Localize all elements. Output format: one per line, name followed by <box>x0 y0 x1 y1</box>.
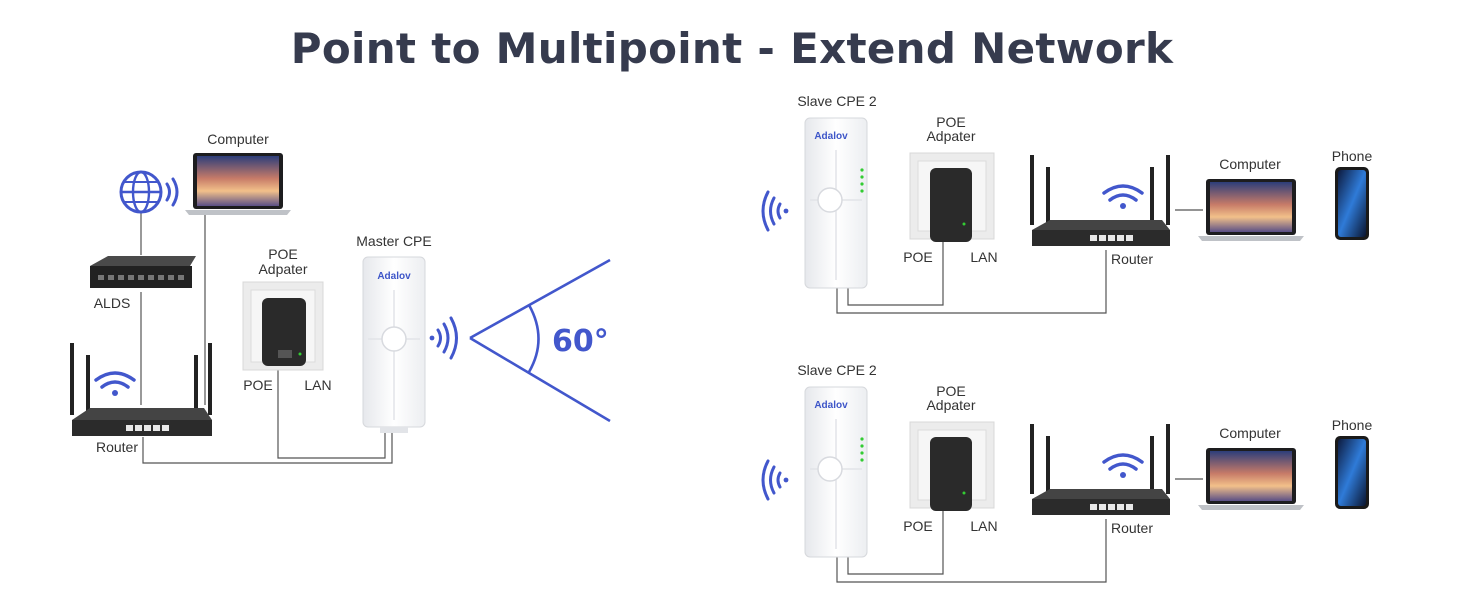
page-title: Point to Multipoint - Extend Network <box>290 24 1174 73</box>
slave-scene-1: Adalov Slave CPE 2 POE Adpater POE LAN <box>761 93 1373 314</box>
lan-port-label: LAN <box>970 518 997 534</box>
wifi-signal-icon <box>761 459 789 501</box>
cable-poe-cpe <box>277 368 386 459</box>
laptop-icon <box>1198 179 1304 241</box>
wifi-signal-icon <box>761 190 789 232</box>
lan-port-label: LAN <box>304 377 331 393</box>
poe-adapter-label-2: Adpater <box>926 128 975 144</box>
router-icon <box>1030 155 1170 246</box>
poe-adapter-label-1: POE <box>936 114 966 130</box>
phone-label: Phone <box>1332 417 1373 433</box>
router-icon <box>1030 424 1170 515</box>
slave-scene-2: Adalov Slave CPE 2 POE Adpater POE LAN <box>761 362 1373 583</box>
cpe-brand-label: Adalov <box>377 271 411 282</box>
laptop-icon <box>185 153 291 215</box>
broadcast-signal-icon <box>429 316 458 360</box>
cpe-brand-label: Adalov <box>814 400 848 411</box>
left-scene: Computer ALDS <box>70 131 611 464</box>
cable-poe-lan <box>847 504 944 575</box>
cable-poe-lan <box>847 235 944 306</box>
wifi-signal-icon <box>165 177 179 207</box>
router-label: Router <box>1111 520 1153 536</box>
poe-port-label: POE <box>243 377 273 393</box>
cable-cpe-router <box>836 250 1107 314</box>
poe-adapter-icon <box>909 152 995 242</box>
poe-adapter-label-2: Adpater <box>258 261 307 277</box>
poe-adapter-icon <box>909 421 995 511</box>
router-label: Router <box>96 439 138 455</box>
poe-adapter-label-2: Adpater <box>926 397 975 413</box>
alds-label: ALDS <box>94 295 131 311</box>
laptop-icon <box>1198 448 1304 510</box>
slave-cpe-label: Slave CPE 2 <box>797 93 877 109</box>
coverage-angle-icon <box>469 258 611 423</box>
phone-icon <box>1335 436 1369 509</box>
lan-port-label: LAN <box>970 249 997 265</box>
cpe-icon <box>804 386 868 558</box>
angle-label: 60° <box>552 324 609 359</box>
cpe-icon <box>804 117 868 289</box>
slave-cpe-label: Slave CPE 2 <box>797 362 877 378</box>
phone-label: Phone <box>1332 148 1373 164</box>
router-label: Router <box>1111 251 1153 267</box>
poe-port-label: POE <box>903 518 933 534</box>
cable-cpe-router <box>836 519 1107 583</box>
poe-port-label: POE <box>903 249 933 265</box>
computer-label: Computer <box>207 131 269 147</box>
poe-adapter-label-1: POE <box>268 246 298 262</box>
phone-icon <box>1335 167 1369 240</box>
switch-icon <box>90 256 196 288</box>
router-icon <box>70 343 212 436</box>
cpe-brand-label: Adalov <box>814 131 848 142</box>
globe-icon <box>119 170 163 214</box>
master-cpe-label: Master CPE <box>356 233 431 249</box>
poe-adapter-icon <box>242 281 324 371</box>
cable-router-cpe <box>142 432 393 464</box>
cpe-icon <box>362 256 426 433</box>
poe-adapter-label-1: POE <box>936 383 966 399</box>
computer-label: Computer <box>1219 156 1281 172</box>
computer-label: Computer <box>1219 425 1281 441</box>
